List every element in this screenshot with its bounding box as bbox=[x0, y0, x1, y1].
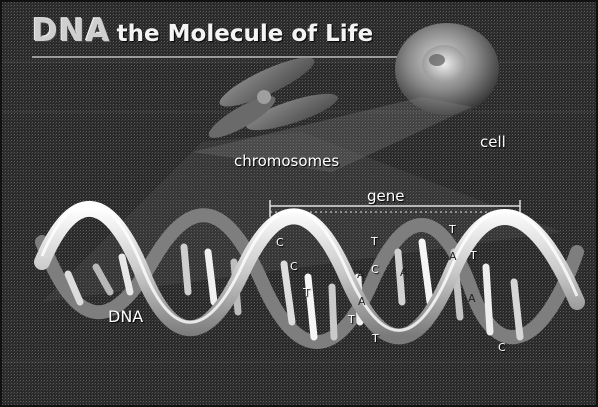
base-letter: C bbox=[276, 236, 284, 249]
cell-label: cell bbox=[480, 133, 506, 151]
base-letter: A bbox=[449, 250, 457, 263]
title-highlight: DNA bbox=[32, 13, 111, 49]
dna-label: DNA bbox=[108, 307, 143, 326]
base-letter: C bbox=[371, 263, 379, 276]
base-letter: C bbox=[290, 260, 298, 273]
gene-label: gene bbox=[367, 187, 405, 205]
base-letter: T bbox=[371, 235, 378, 248]
base-letter: T bbox=[348, 313, 355, 326]
base-letter: C bbox=[498, 341, 506, 354]
base-letter: A bbox=[468, 292, 476, 305]
base-letter: A bbox=[400, 266, 408, 279]
base-letter: A bbox=[357, 268, 365, 281]
base-letter: T bbox=[449, 223, 456, 236]
base-letter: T bbox=[470, 249, 477, 262]
chromosomes-label: chromosomes bbox=[234, 152, 339, 170]
base-letter: T bbox=[303, 286, 310, 299]
figure-title: DNAthe Molecule of Life bbox=[32, 16, 373, 47]
base-letter: T bbox=[372, 332, 379, 345]
base-letter: A bbox=[358, 295, 366, 308]
title-text: the Molecule of Life bbox=[117, 21, 374, 47]
